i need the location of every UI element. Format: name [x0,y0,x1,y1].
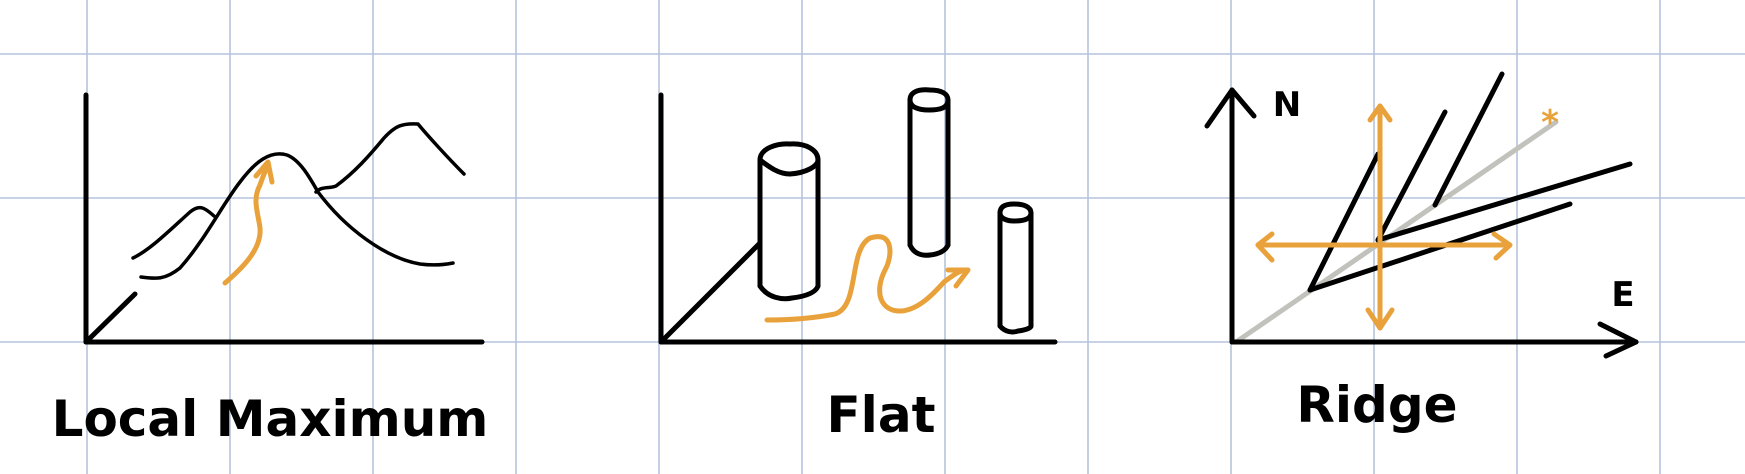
panel-ridge: * N E Ridge [1204,71,1639,434]
caption-local-maximum: Local Maximum [52,390,489,448]
east-axis-arrowhead-icon [1597,321,1639,359]
axes-ridge [1204,87,1639,359]
axis-label-north: N [1273,85,1301,125]
axis-label-east: E [1611,275,1634,315]
panel-flat: Flat [658,87,1058,444]
cylinder-right [997,201,1034,335]
hill-climb-arrowhead [253,159,275,185]
caption-flat: Flat [827,386,936,444]
plateau-wander-path [764,234,969,323]
move-options-arrows [1255,103,1513,331]
cylinder-left [757,141,821,302]
cylinder-middle [907,87,951,258]
grid-vertical-lines [86,0,1661,474]
hill-climb-path [222,161,271,286]
caption-ridge: Ridge [1296,376,1457,434]
axes-local-maximum [83,92,485,345]
plateau-wander-arrowhead [945,267,971,289]
goal-star-icon: * [1541,103,1559,143]
landscape-curves [131,122,466,280]
north-axis-arrowhead-icon [1204,87,1257,129]
axes-flat [658,92,1058,345]
panel-local-maximum: Local Maximum [52,92,489,448]
